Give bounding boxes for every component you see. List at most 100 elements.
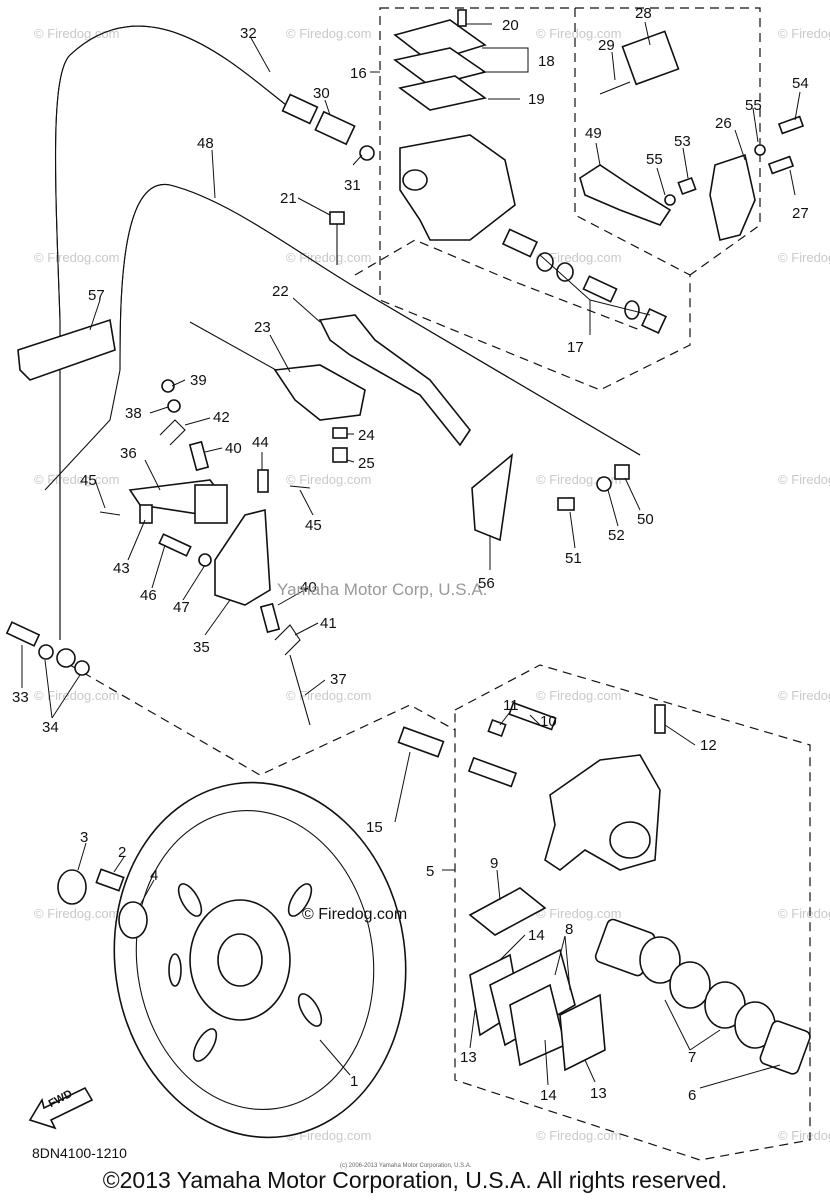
nut-25 bbox=[332, 447, 348, 463]
callout-47: 47 bbox=[173, 599, 190, 616]
washer-4 bbox=[118, 901, 148, 939]
watermark: © Firedog.com bbox=[286, 250, 371, 265]
lever-bracket-23 bbox=[273, 364, 366, 421]
callout-56: 56 bbox=[478, 575, 495, 592]
washer-34b bbox=[74, 660, 90, 676]
callout-2: 2 bbox=[118, 844, 126, 861]
callout-45: 45 bbox=[80, 472, 97, 489]
washer-47 bbox=[198, 553, 212, 567]
callout-18: 18 bbox=[538, 53, 555, 70]
brake-disc-1-holes bbox=[168, 883, 323, 1062]
callout-28: 28 bbox=[635, 5, 652, 22]
washer-55b bbox=[754, 144, 766, 156]
callout-30: 30 bbox=[313, 85, 330, 102]
screw-20 bbox=[457, 9, 467, 27]
watermark: © Firedog.com bbox=[34, 472, 119, 487]
caliper-assembly-outline bbox=[454, 664, 811, 1161]
watermark: © Firedog.com bbox=[536, 1128, 621, 1143]
caliper-piston-bore bbox=[609, 821, 651, 859]
callout-40: 40 bbox=[225, 440, 242, 457]
callout-24: 24 bbox=[358, 427, 375, 444]
seal-7a bbox=[639, 936, 681, 984]
master-cylinder-port bbox=[402, 169, 428, 191]
callout-34: 34 bbox=[42, 719, 59, 736]
hose-fitting-30 bbox=[281, 93, 319, 125]
mid-credit: Yamaha Motor Corp, U.S.A. bbox=[277, 580, 488, 599]
clamp-57 bbox=[17, 318, 116, 381]
watermark: © Firedog.com bbox=[778, 1128, 830, 1143]
block-36 bbox=[194, 484, 228, 524]
watermark: © Firedog.com bbox=[536, 26, 621, 41]
callout-35: 35 bbox=[193, 639, 210, 656]
callout-57: 57 bbox=[88, 287, 105, 304]
bolt-33 bbox=[5, 621, 41, 647]
piston-6b bbox=[759, 1020, 811, 1075]
hose-fitting-30b bbox=[314, 110, 356, 146]
brake-lever-linkage-outline bbox=[575, 7, 761, 276]
bolt-51 bbox=[557, 497, 575, 511]
callout-42: 42 bbox=[213, 409, 230, 426]
collar-50 bbox=[614, 464, 630, 480]
washer-38 bbox=[167, 399, 181, 413]
callout-20: 20 bbox=[502, 17, 519, 34]
bolt-27 bbox=[767, 155, 795, 175]
callout-14-second: 14 bbox=[540, 1087, 557, 1104]
brake-hose-32-inner bbox=[54, 25, 291, 640]
bracket-26 bbox=[709, 153, 756, 241]
washer-34a bbox=[38, 644, 54, 660]
washer-31 bbox=[359, 145, 375, 161]
watermark: © Firedog.com bbox=[778, 250, 830, 265]
callout-44: 44 bbox=[252, 434, 269, 451]
watermark: © Firedog.com bbox=[286, 472, 371, 487]
callout-3: 3 bbox=[80, 829, 88, 846]
watermark: © Firedog.com bbox=[34, 250, 119, 265]
callout-13-second: 13 bbox=[590, 1085, 607, 1102]
reservoir-cap-18 bbox=[393, 19, 487, 63]
callout-5: 5 bbox=[426, 863, 434, 880]
callout-45-second: 45 bbox=[305, 517, 322, 534]
washer-24 bbox=[332, 427, 348, 439]
hose-routing-dash bbox=[69, 664, 456, 776]
callout-11: 11 bbox=[503, 697, 519, 714]
pivot-44 bbox=[257, 469, 269, 493]
washer-55a bbox=[664, 194, 676, 206]
tag-56 bbox=[471, 453, 514, 542]
reservoir-gasket-19 bbox=[398, 75, 487, 111]
pad-13b bbox=[559, 993, 606, 1072]
callout-12: 12 bbox=[700, 737, 717, 754]
callout-46: 46 bbox=[140, 587, 157, 604]
pin-10 bbox=[508, 701, 557, 731]
callout-55: 55 bbox=[745, 97, 762, 114]
diagram-code: 8DN4100-1210 bbox=[32, 1145, 127, 1161]
circlip-3 bbox=[57, 869, 87, 905]
spring-41 bbox=[274, 624, 301, 656]
watermark: © Firedog.com bbox=[778, 26, 830, 41]
parts bbox=[5, 9, 811, 1139]
brake-cable-48-inner bbox=[119, 184, 641, 456]
brake-disc-1-inner bbox=[135, 810, 375, 1110]
watermark: © Firedog.com bbox=[778, 472, 830, 487]
callout-14: 14 bbox=[528, 927, 545, 944]
callout-54: 54 bbox=[792, 75, 809, 92]
callout-49: 49 bbox=[585, 125, 602, 142]
callout-16: 16 bbox=[350, 65, 367, 82]
callout-26: 26 bbox=[715, 115, 732, 132]
arm-35 bbox=[214, 508, 271, 606]
bolt-43 bbox=[139, 504, 153, 524]
callout-55-second: 55 bbox=[646, 151, 663, 168]
callout-8: 8 bbox=[565, 921, 573, 938]
callout-50: 50 bbox=[637, 511, 654, 528]
callout-15: 15 bbox=[366, 819, 383, 836]
brake-cable-48 bbox=[119, 184, 641, 456]
fwd-arrow-icon bbox=[28, 1086, 94, 1130]
callout-1: 1 bbox=[350, 1073, 358, 1090]
brake-disc-1-bore bbox=[217, 933, 263, 987]
tiny-credit: (c) 2006-2013 Yamaha Motor Corporation, … bbox=[340, 1163, 472, 1169]
callout-13: 13 bbox=[460, 1049, 477, 1066]
pad-spring-9 bbox=[468, 887, 547, 936]
nut-39 bbox=[161, 379, 175, 393]
callout-37: 37 bbox=[330, 671, 347, 688]
callout-6: 6 bbox=[688, 1087, 696, 1104]
brake-lever-22 bbox=[318, 314, 471, 447]
master-cylinder-body bbox=[399, 134, 516, 241]
